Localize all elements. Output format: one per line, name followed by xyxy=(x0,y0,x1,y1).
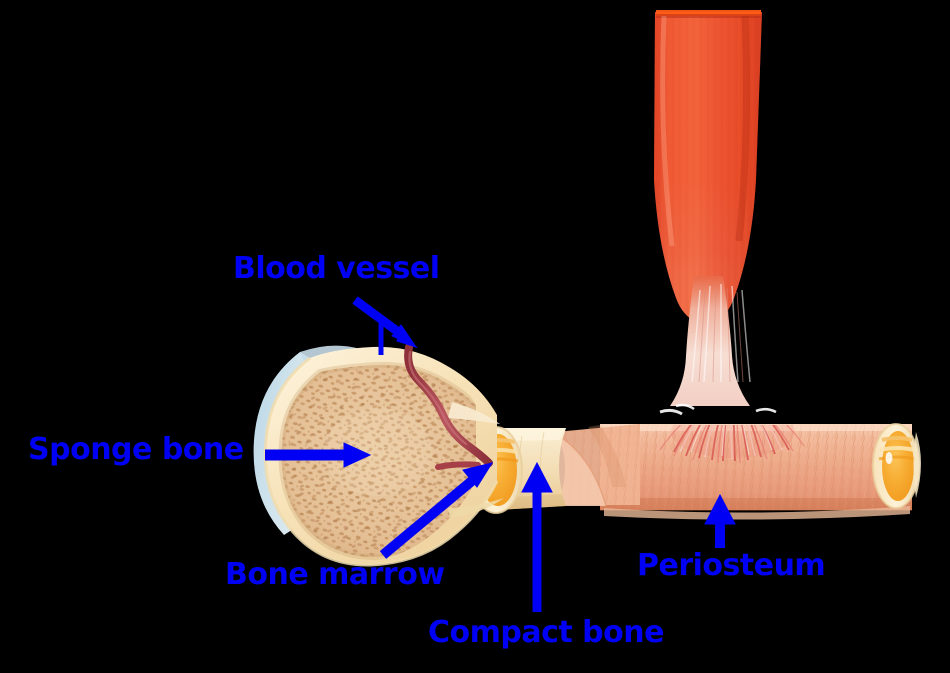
muscle-highlight-left xyxy=(660,15,675,247)
label-periosteum: Periosteum xyxy=(637,548,826,583)
arrow-periosteum xyxy=(704,493,736,548)
wedge-edge xyxy=(555,433,607,507)
periosteum-lower-lip xyxy=(604,506,910,520)
epiphysis-outline xyxy=(263,356,499,567)
muscle-cut-edge xyxy=(656,10,761,16)
pointer-arrows xyxy=(265,296,736,612)
insertion-highlights xyxy=(659,403,777,416)
periosteum-cut-wedge xyxy=(555,424,640,507)
muscle-cut-shadow xyxy=(656,14,761,18)
wedge-inner-face xyxy=(556,434,606,506)
label-sponge-bone: Sponge bone xyxy=(28,432,244,467)
periosteum-bottom-shadow xyxy=(600,498,912,511)
epiphysis-lower-taper xyxy=(448,498,504,518)
spongy-center-light xyxy=(324,408,432,496)
wedge-shadow xyxy=(588,425,626,487)
blood-vessel-highlight xyxy=(408,350,468,446)
blood-vessel-branch xyxy=(435,461,481,470)
tendon-strand-shadows xyxy=(698,287,744,383)
arrow-sponge-bone xyxy=(265,442,372,468)
label-compact-bone: Compact bone xyxy=(428,615,664,650)
tendon-insertion-fibers xyxy=(659,425,805,464)
compact-bone-top xyxy=(498,428,566,441)
arrow-compact-bone xyxy=(521,461,553,612)
insertion-blush xyxy=(671,425,795,458)
right-marrow-core xyxy=(882,431,914,501)
epiphysis-upper-notch xyxy=(448,402,500,424)
muscle-group xyxy=(654,10,762,322)
right-end-cap xyxy=(913,432,921,498)
bone-marrow-right-section xyxy=(872,423,921,509)
right-marrow-bands xyxy=(878,436,916,461)
tendon-group xyxy=(670,276,751,406)
arrow-blood-vessel xyxy=(352,296,418,355)
arrow-bone-marrow xyxy=(379,462,494,559)
label-bone-marrow: Bone marrow xyxy=(225,557,445,592)
muscle-shadow-right xyxy=(735,15,751,242)
blood-vessel-group xyxy=(404,343,493,470)
right-marrow-specular xyxy=(885,452,893,464)
muscle-shading xyxy=(654,12,762,322)
tendon-fascicles xyxy=(691,284,751,383)
label-blood-vessel: Blood vessel xyxy=(233,251,440,286)
